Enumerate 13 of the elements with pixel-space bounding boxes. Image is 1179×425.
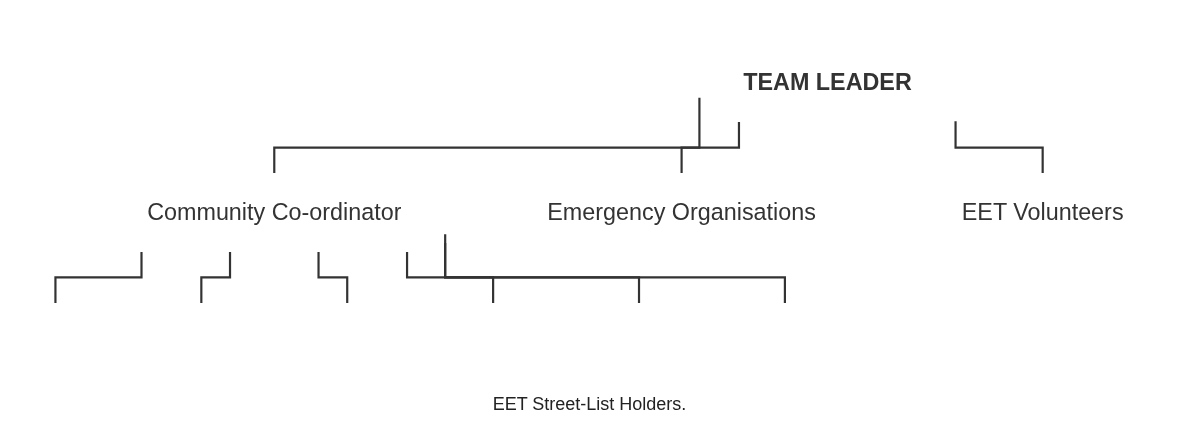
- node-text: TEAM LEADER: [743, 69, 912, 95]
- connector-line: [444, 234, 786, 305]
- connector-line: [200, 251, 232, 305]
- connector-line: [954, 121, 1044, 175]
- node-text: Emergency Organisations: [547, 199, 816, 225]
- connector-line: [273, 97, 701, 175]
- node-text: EET Volunteers: [961, 199, 1124, 225]
- connector-line: [54, 251, 143, 305]
- connector-line: [405, 251, 495, 305]
- connector-line: [317, 251, 349, 305]
- node-text: Community Co-ordinator: [147, 199, 402, 225]
- connector-line: [680, 122, 741, 175]
- group-caption: EET Street-List Holders.: [492, 394, 687, 415]
